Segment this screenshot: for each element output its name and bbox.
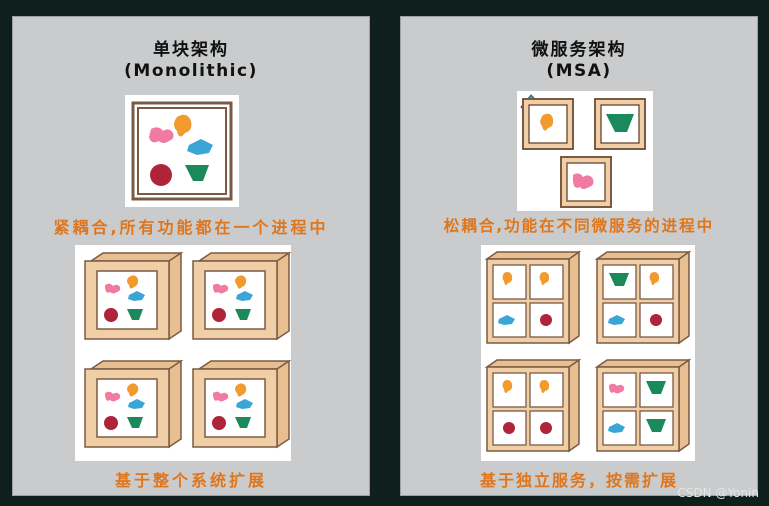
shape-orange <box>174 114 192 137</box>
msa-title-en: (MSA) <box>546 61 612 81</box>
shape-green <box>127 417 143 428</box>
cluster-3 <box>484 358 582 453</box>
csdn-watermark: CSDN @Yonin <box>677 486 759 500</box>
monolithic-caption-bottom: 基于整个系统扩展 <box>114 471 267 490</box>
cluster-1 <box>484 250 582 345</box>
shape-green <box>235 417 251 428</box>
msa-caption-bottom: 基于独立服务，按需扩展 <box>479 471 678 490</box>
cell <box>492 410 527 446</box>
monolith-scaled-drawing <box>84 251 291 449</box>
shape-pink <box>213 283 229 294</box>
shape-orange <box>235 383 247 397</box>
msa-title-cn: 微服务架构 <box>531 40 627 60</box>
shape-orange <box>127 275 139 289</box>
monolithic-caption-top: 紧耦合,所有功能都在一个进程中 <box>53 218 329 237</box>
service-green <box>594 98 646 150</box>
shape-pink <box>149 127 174 143</box>
shape-orange <box>127 383 139 397</box>
service-pink <box>560 156 612 208</box>
frame-window <box>204 378 266 438</box>
msa-caption-top: 松耦合,功能在不同微服务的进程中 <box>443 217 715 235</box>
frame-outer <box>131 101 233 201</box>
shape-red <box>540 422 552 434</box>
cell <box>602 372 637 408</box>
cluster-4 <box>594 358 692 453</box>
shape-pink <box>105 391 121 402</box>
shape-red <box>212 416 226 430</box>
shape-red <box>503 422 515 434</box>
shape-orange <box>539 272 550 286</box>
shape-green <box>609 273 629 286</box>
shape-pink <box>213 391 229 402</box>
shape-green <box>235 309 251 320</box>
monolith-scaled-box <box>75 245 291 461</box>
shape-orange <box>649 272 660 286</box>
shape-pink <box>572 173 594 189</box>
shape-blue <box>498 315 515 325</box>
shape-orange <box>502 380 513 394</box>
shape-orange <box>539 380 550 394</box>
monolith-copy-1 <box>84 251 184 341</box>
shape-red <box>104 308 118 322</box>
shape-pink <box>105 283 121 294</box>
shape-green <box>646 381 666 394</box>
shape-green <box>185 165 209 181</box>
cluster-2 <box>594 250 692 345</box>
shape-blue <box>128 399 145 409</box>
msa-single-drawing <box>520 94 646 208</box>
msa-scaled-box <box>481 245 695 461</box>
shape-green <box>646 419 666 432</box>
shape-blue <box>236 399 253 409</box>
panel-divider <box>368 16 400 494</box>
monolithic-title-en: (Monolithic) <box>124 61 258 81</box>
monolithic-panel: 单块架构 (Monolithic) 紧耦合,所有功能都在一个进程中 <box>12 16 370 496</box>
msa-panel: 微服务架构 (MSA) 松耦合,功能在不同微服务的进程中 <box>400 16 758 496</box>
shape-pink <box>609 383 625 394</box>
monolith-copy-4 <box>192 359 291 449</box>
shape-blue <box>608 423 625 433</box>
frame-window <box>96 378 158 438</box>
shape-blue <box>128 291 145 301</box>
shape-blue <box>236 291 253 301</box>
shape-orange <box>540 113 554 131</box>
shape-green <box>127 309 143 320</box>
monolith-copy-2 <box>192 251 291 341</box>
shape-red <box>212 308 226 322</box>
shape-blue <box>187 139 213 155</box>
service-orange <box>522 98 574 150</box>
monolith-single-drawing <box>131 101 233 201</box>
shape-green <box>606 114 634 132</box>
shape-orange <box>235 275 247 289</box>
frame-inner <box>137 107 227 195</box>
monolith-single-box <box>125 95 239 207</box>
shape-red <box>650 314 662 326</box>
frame-window <box>204 270 266 330</box>
shape-red <box>540 314 552 326</box>
monolithic-title-cn: 单块架构 <box>153 40 229 60</box>
msa-single-box <box>517 91 653 211</box>
shape-red <box>150 164 172 186</box>
msa-scaled-drawing <box>484 250 692 453</box>
frame-window <box>96 270 158 330</box>
shape-orange <box>502 272 513 286</box>
shape-red <box>104 416 118 430</box>
monolith-copy-3 <box>84 359 184 449</box>
shape-blue <box>608 315 625 325</box>
